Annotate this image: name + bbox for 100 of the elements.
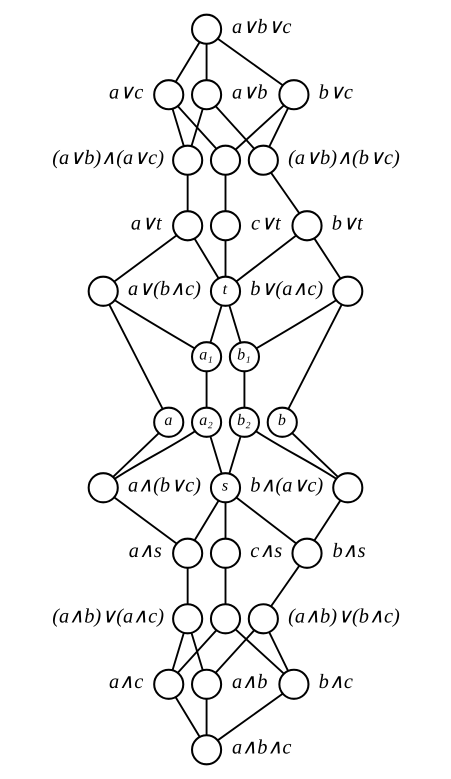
node-circle xyxy=(332,276,364,307)
connector xyxy=(114,496,177,544)
connector xyxy=(108,304,164,410)
connector xyxy=(210,436,223,474)
node-circle xyxy=(191,734,222,766)
node-circle xyxy=(248,603,279,634)
connector xyxy=(172,108,185,146)
node-circle: a₁ xyxy=(191,341,222,372)
connector xyxy=(190,108,204,146)
connector xyxy=(215,106,255,150)
node-circle xyxy=(291,210,323,242)
connector xyxy=(217,693,284,742)
connector xyxy=(174,696,200,738)
connector xyxy=(256,430,337,480)
node-label: c∧s xyxy=(250,540,282,562)
node-circle xyxy=(172,603,204,634)
node-label: b∧c xyxy=(318,671,353,694)
node-label: a∨b xyxy=(232,82,268,104)
connector xyxy=(210,305,223,343)
node-label: a∧c xyxy=(109,671,144,694)
connector xyxy=(174,42,200,82)
node-circle xyxy=(210,538,242,569)
node-label: b∧s xyxy=(332,540,366,562)
node-circle xyxy=(172,210,204,242)
connector xyxy=(206,699,208,736)
node-circle xyxy=(88,276,119,307)
connector xyxy=(177,630,217,674)
node-label: a∧b xyxy=(232,671,268,694)
connector xyxy=(236,235,296,282)
node-label: (a∧b)∨(b∧c) xyxy=(288,606,400,628)
node-label: a∨b∨c xyxy=(232,16,292,38)
node-circle: a xyxy=(153,406,184,438)
connector xyxy=(186,568,189,604)
node-label: b∨(a∧c) xyxy=(250,278,324,300)
connector xyxy=(270,172,300,214)
connector xyxy=(215,630,255,674)
node-circle xyxy=(153,79,184,110)
connector xyxy=(217,38,284,86)
connector xyxy=(268,632,289,672)
connector xyxy=(194,238,220,279)
node-label: (a∨b)∧(b∨c) xyxy=(288,147,400,170)
node-label: a∨t xyxy=(130,212,162,235)
node-circle xyxy=(210,144,242,176)
connector xyxy=(114,430,196,480)
connector xyxy=(172,632,185,670)
connector xyxy=(314,500,342,541)
node-circle xyxy=(172,144,204,176)
connector xyxy=(114,234,178,282)
connector xyxy=(224,568,226,604)
connector xyxy=(268,108,289,148)
connector xyxy=(177,106,217,150)
node-circle xyxy=(332,472,364,504)
node-label: a∧(b∨c) xyxy=(128,474,201,497)
connector xyxy=(228,436,242,474)
connector xyxy=(190,632,204,670)
node-circle: b₁ xyxy=(228,341,260,372)
node-circle: b xyxy=(266,406,298,438)
connector xyxy=(235,104,284,150)
node-circle: s xyxy=(210,472,242,504)
connector xyxy=(288,304,343,410)
connector xyxy=(114,299,195,349)
connector xyxy=(228,305,242,343)
connector xyxy=(206,371,208,408)
node-circle xyxy=(291,538,323,569)
connector xyxy=(234,628,284,674)
node-label: a∧b∧c xyxy=(232,736,292,759)
connector xyxy=(224,502,226,539)
connector xyxy=(292,432,338,478)
node-circle: a₂ xyxy=(191,406,222,438)
node-label: b∨c xyxy=(318,82,353,104)
node-circle xyxy=(191,79,222,110)
node-label: b∨t xyxy=(332,212,363,235)
node-circle xyxy=(191,668,222,700)
node-circle: b₂ xyxy=(228,406,260,438)
connector xyxy=(206,44,208,80)
connector xyxy=(112,432,160,478)
node-label: c∨t xyxy=(250,212,281,235)
connector xyxy=(243,371,246,408)
node-label: (a∨b)∧(a∨c) xyxy=(52,147,164,170)
node-circle xyxy=(191,14,222,45)
node-circle xyxy=(278,79,310,110)
node-circle: t xyxy=(210,276,242,307)
node-circle xyxy=(88,472,119,504)
connector xyxy=(224,174,226,212)
connector xyxy=(186,174,189,212)
connector xyxy=(270,566,300,607)
connector xyxy=(256,299,337,349)
node-label: a∨(b∧c) xyxy=(128,278,201,300)
connector xyxy=(194,500,220,541)
node-circle xyxy=(210,603,242,634)
connector xyxy=(236,497,296,544)
node-label: b∧(a∨c) xyxy=(250,474,324,497)
connector xyxy=(314,238,342,279)
node-circle xyxy=(210,210,242,242)
node-circle xyxy=(248,144,279,176)
node-circle xyxy=(153,668,184,700)
node-label: a∧s xyxy=(128,540,162,562)
node-label: (a∧b)∨(a∧c) xyxy=(52,606,164,628)
node-circle xyxy=(172,538,204,569)
connector xyxy=(224,240,226,277)
